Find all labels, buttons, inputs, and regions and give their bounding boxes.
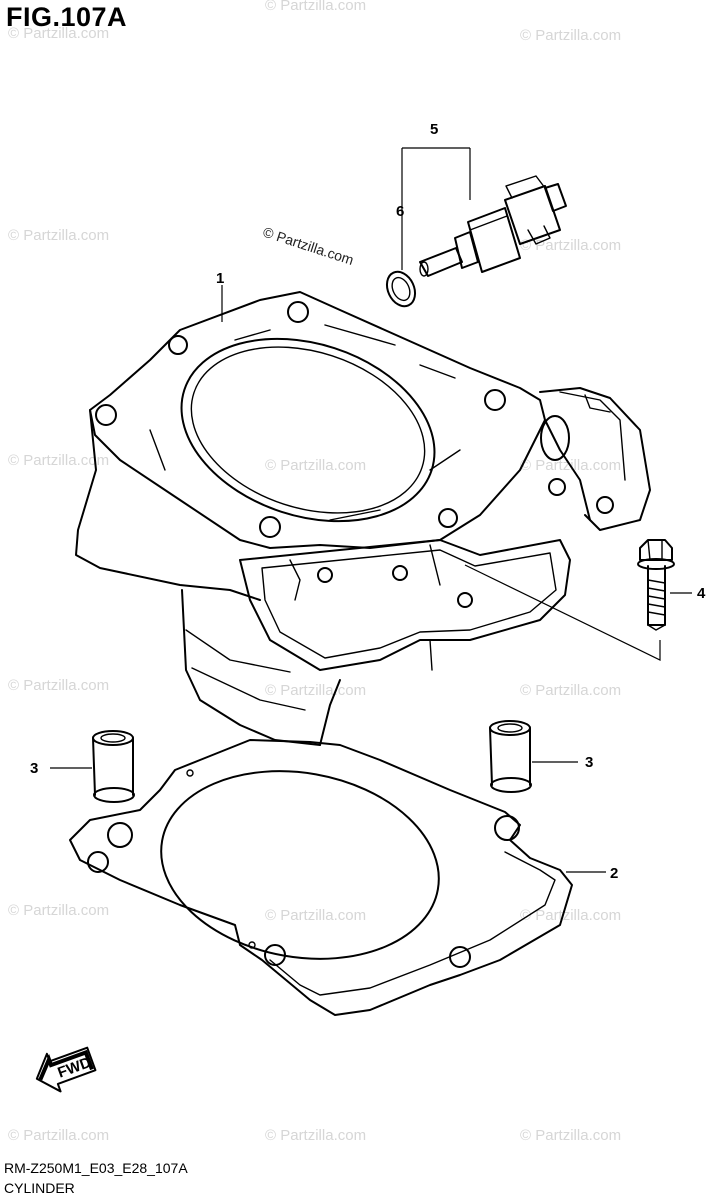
o-ring: [385, 270, 417, 308]
base-gasket: [69, 739, 573, 1016]
callout-3-left: 3: [30, 760, 38, 777]
temperature-sensor: [419, 175, 567, 277]
dowel-pin-right: [489, 720, 532, 793]
watermark: © Partzilla.com: [8, 452, 109, 469]
watermark: © Partzilla.com: [520, 1127, 621, 1144]
watermark: © Partzilla.com: [8, 902, 109, 919]
callout-6: 6: [396, 203, 404, 220]
watermark: © Partzilla.com: [8, 1127, 109, 1144]
fwd-arrow: FWD: [35, 1046, 97, 1093]
watermark: © Partzilla.com: [520, 237, 621, 254]
callout-2: 2: [610, 865, 618, 882]
callout-5: 5: [430, 121, 438, 138]
leader-lines: [50, 147, 692, 873]
callouts: 1 2 3 3 4 5 6: [30, 121, 706, 882]
leader-4-target: [464, 564, 661, 661]
cylinder: [75, 291, 651, 746]
callout-4: 4: [697, 585, 706, 602]
stamp-text: © Partzilla.com: [261, 224, 356, 268]
watermark: © Partzilla.com: [8, 227, 109, 244]
callout-3-right: 3: [585, 754, 593, 771]
figure-title: FIG.107A: [6, 2, 128, 32]
watermark: © Partzilla.com: [520, 907, 621, 924]
flange-bolt: [637, 539, 675, 631]
watermark: © Partzilla.com: [520, 682, 621, 699]
model-code: RM-Z250M1_E03_E28_107A: [4, 1160, 188, 1176]
watermark: © Partzilla.com: [8, 25, 109, 42]
watermark: © Partzilla.com: [265, 1127, 366, 1144]
watermark-layer: © Partzilla.com © Partzilla.com © Partzi…: [8, 0, 621, 1144]
callout-1: 1: [216, 270, 224, 287]
watermark: © Partzilla.com: [520, 27, 621, 44]
watermark: © Partzilla.com: [8, 677, 109, 694]
dowel-pin-left: [92, 730, 135, 803]
section-name: CYLINDER: [4, 1180, 75, 1196]
watermark: © Partzilla.com: [265, 0, 366, 14]
partzilla-stamp: © Partzilla.com: [261, 224, 356, 268]
watermark: © Partzilla.com: [265, 682, 366, 699]
watermark: © Partzilla.com: [265, 907, 366, 924]
watermark: © Partzilla.com: [265, 457, 366, 474]
